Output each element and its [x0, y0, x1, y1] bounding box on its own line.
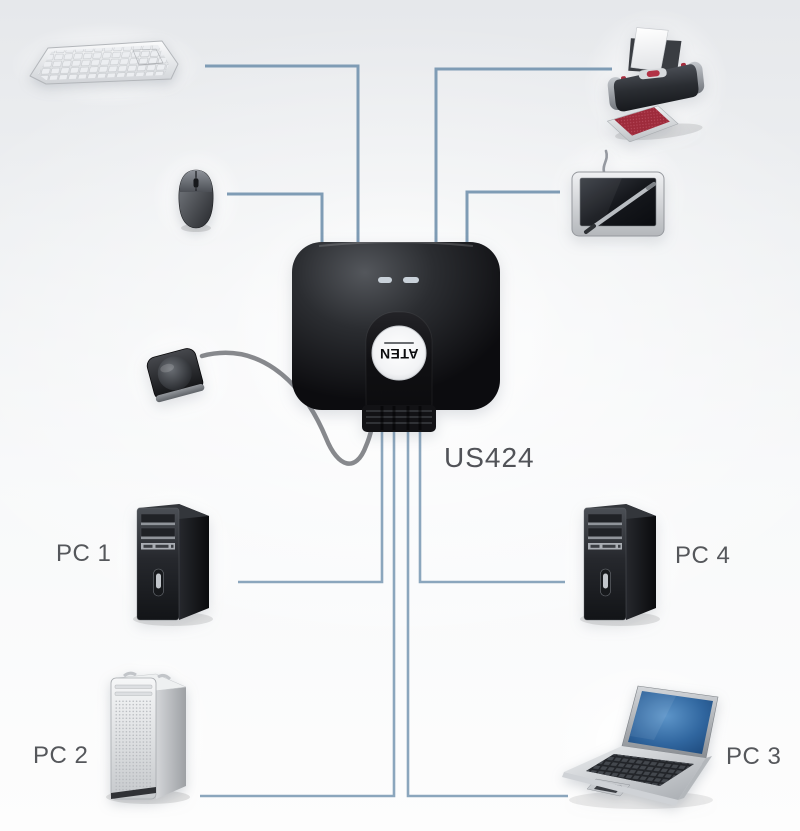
tablet-screen: [579, 177, 657, 227]
switch-cable-tab: [362, 405, 436, 432]
mouse-scroll-wheel: [193, 177, 199, 189]
pc2-side-panel: [156, 675, 186, 799]
printer-body: [613, 64, 699, 112]
aten-logo-text: ATEN: [379, 346, 418, 362]
cable-switch-to-pc4: [418, 420, 565, 584]
printer-icon: [606, 27, 705, 142]
remote-cable: [199, 350, 375, 466]
pc1-label: PC 1: [56, 540, 112, 567]
cable-switch-to-pc3: [406, 420, 568, 798]
remote-button: [157, 356, 192, 391]
remote-selector-icon: [146, 348, 205, 403]
printer-power-button: [646, 70, 660, 77]
wire-keyboard-to-switch: [205, 64, 360, 250]
keyboard-icon: [29, 40, 179, 85]
wire-tablet-to-switch: [465, 190, 560, 250]
status-led-1: [378, 277, 392, 283]
usb-switch-icon: ATEN: [292, 241, 500, 433]
tablet-stylus: [584, 182, 656, 234]
pc1-tower-icon: [125, 496, 220, 628]
wire-printer-to-switch: [434, 67, 612, 250]
tablet-cable: [602, 149, 608, 174]
laptop-front-edge: [562, 772, 678, 806]
status-led-2: [403, 277, 419, 283]
mouse-icon: [178, 169, 214, 232]
pc4-tower-icon: [572, 496, 667, 628]
laptop-screen: [628, 691, 713, 754]
pc2-foot: [111, 787, 156, 799]
wire-mouse-to-switch: [227, 192, 324, 250]
graphics-tablet-icon: [571, 149, 665, 237]
pc2-silver-tower-icon: [106, 671, 190, 804]
pc2-label: PC 2: [33, 742, 89, 769]
aten-logo-badge: [371, 325, 427, 381]
switch-model-label: US424: [444, 442, 535, 473]
cable-switch-to-pc1: [238, 420, 384, 584]
pc3-label: PC 3: [726, 743, 782, 770]
cable-switch-to-pc2: [200, 420, 396, 798]
pc4-label: PC 4: [675, 542, 731, 569]
pc3-laptop-icon: [562, 685, 719, 809]
